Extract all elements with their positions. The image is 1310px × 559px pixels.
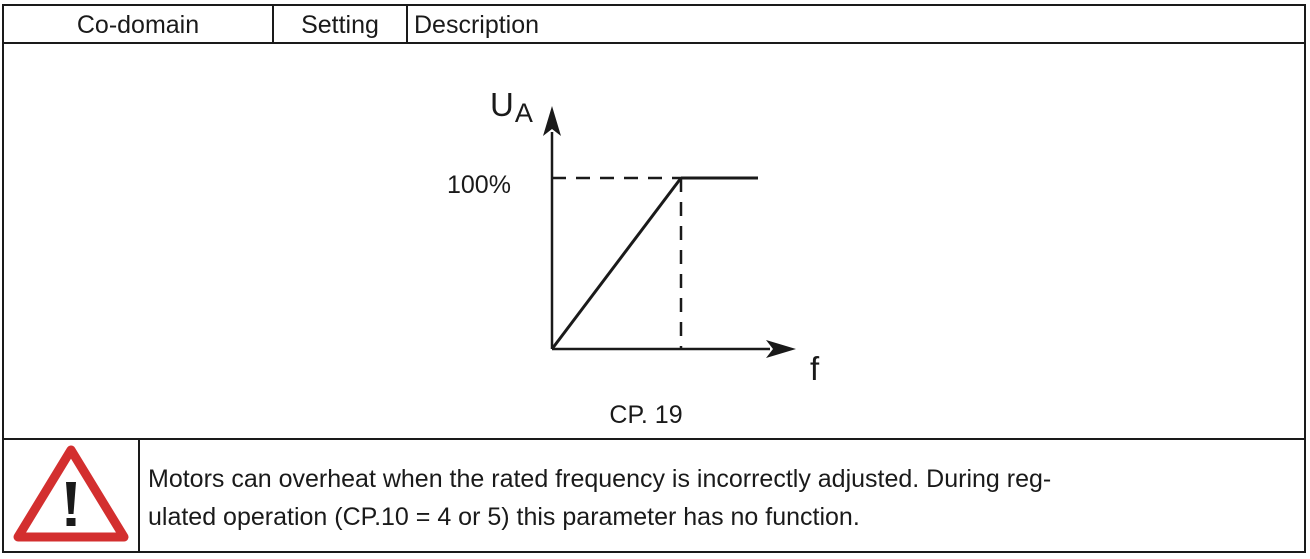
y-axis-label-main: U: [490, 86, 514, 123]
warning-row: Motors can overheat when the rated frequ…: [4, 440, 1304, 551]
codomain-header: Co-domain: [4, 6, 274, 42]
setting-header: Setting: [274, 6, 408, 42]
warning-message: Motors can overheat when the rated frequ…: [148, 460, 1298, 536]
description-header: Description: [414, 11, 540, 39]
y-axis-label-sub: A: [515, 98, 533, 128]
level-100-label: 100%: [447, 171, 511, 199]
uf-characteristic-diagram: UA 100% f: [447, 86, 820, 387]
y-axis-arrowhead: [543, 106, 561, 136]
warning-line-1: Motors can overheat when the rated frequ…: [148, 465, 1052, 493]
description-table: Co-domain Setting Description UA 100% f …: [2, 4, 1306, 553]
y-axis-label: UA: [490, 86, 533, 128]
warning-line-2: ulated operation (CP.10 = 4 or 5) this p…: [148, 503, 860, 531]
voltage-ramp-line: [550, 177, 683, 350]
table-header-row: Co-domain Setting Description: [4, 6, 1304, 44]
x-axis-arrowhead: [766, 340, 796, 358]
diagram-caption: CP. 19: [609, 401, 683, 429]
warning-icon-cell: [4, 440, 140, 551]
warning-triangle-icon: [13, 445, 129, 542]
frequency-voltage-diagram: UA 100% f CP. 19: [4, 42, 1304, 440]
x-axis-label: f: [810, 350, 820, 387]
